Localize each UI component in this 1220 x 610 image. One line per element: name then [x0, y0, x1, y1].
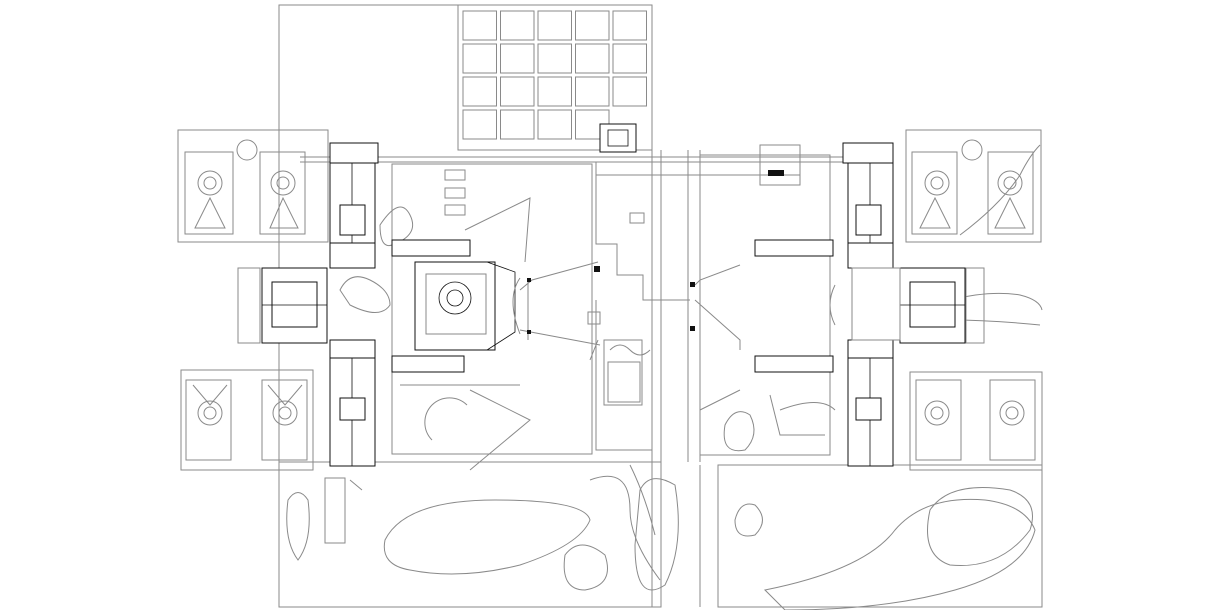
landscape-curves	[286, 144, 1043, 610]
garden-bed	[612, 10, 647, 41]
garden-bed	[612, 43, 647, 74]
north-pavilion	[599, 123, 801, 186]
left-palace-wing	[237, 142, 529, 467]
garden-bed	[500, 43, 535, 74]
garden-bed	[462, 10, 497, 41]
garden-bed	[500, 76, 535, 107]
garden-bed	[500, 109, 535, 140]
garden-bed	[462, 43, 497, 74]
garden-bed	[537, 109, 572, 140]
right-palace-wing	[754, 142, 985, 467]
parterre-bottom-left	[180, 369, 314, 471]
garden-bed	[537, 43, 572, 74]
kitchen-garden-grid	[462, 10, 647, 140]
garden-bed	[575, 76, 610, 107]
garden-bed	[500, 10, 535, 41]
garden-bed	[537, 76, 572, 107]
garden-bed	[575, 10, 610, 41]
garden-bed	[575, 43, 610, 74]
garden-bed	[537, 10, 572, 41]
garden-bed	[612, 76, 647, 107]
parterre-top-right	[905, 129, 1042, 243]
garden-bed	[462, 76, 497, 107]
parterre-top-left	[177, 129, 329, 243]
parterre-bottom-right	[909, 371, 1043, 471]
central-courtyard	[300, 150, 850, 471]
garden-ornaments	[324, 169, 695, 544]
garden-bed	[462, 109, 497, 140]
